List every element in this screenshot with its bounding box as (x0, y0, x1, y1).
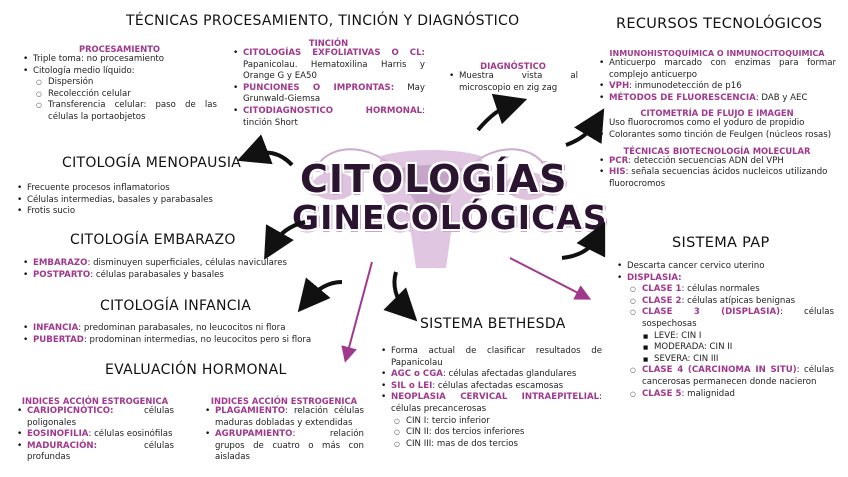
arrow-to-bethesda (394, 272, 406, 310)
arrow-to-menopausia (252, 152, 292, 165)
arrow-to-recursos (566, 122, 596, 145)
arrow-to-pap-pink (510, 258, 584, 296)
arrow-to-hormonal (347, 262, 372, 355)
arrow-to-infancia (308, 282, 342, 300)
arrow-to-diagnostico (478, 104, 512, 130)
arrow-to-embarazo (272, 222, 305, 246)
arrow-to-pap (562, 236, 598, 258)
